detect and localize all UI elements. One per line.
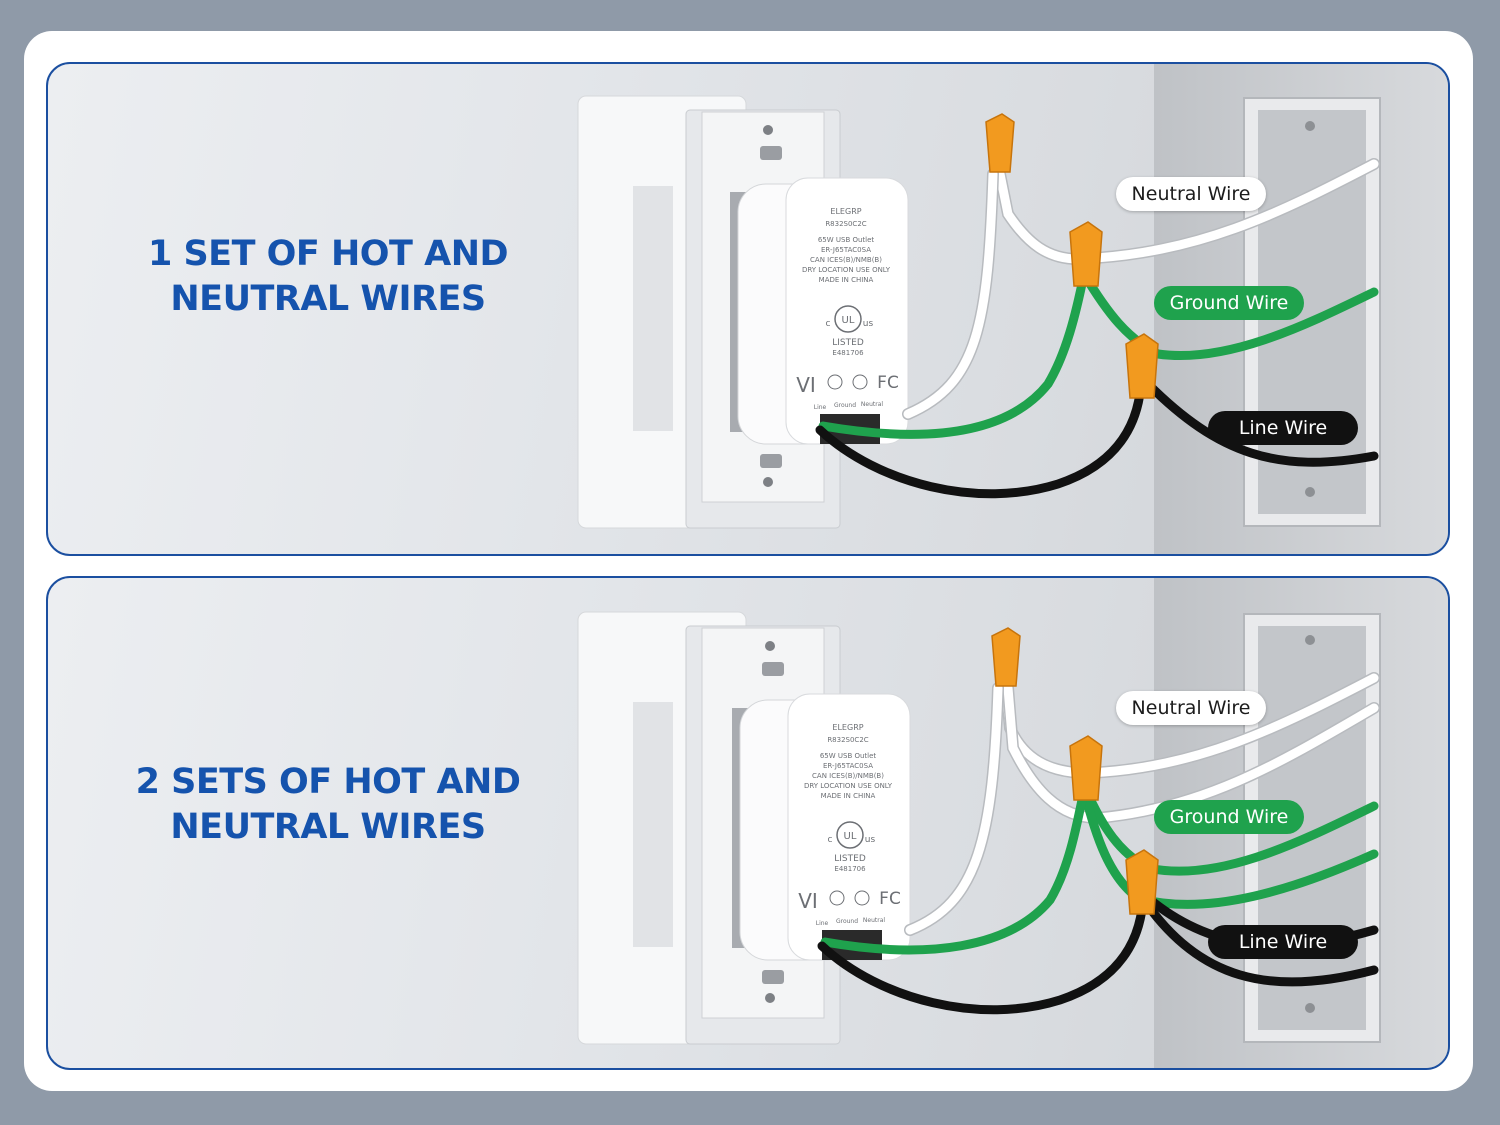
outlet-device: ELEGRP R832S0C2C 65W USB Outlet ER-J65TA…: [577, 95, 909, 529]
outlet-device: ELEGRP R832S0C2C 65W USB Outlet ER-J65TA…: [577, 611, 911, 1045]
ground-wire-label: Ground Wire: [1154, 800, 1304, 834]
wire-nut-ground: [1069, 221, 1103, 287]
neutral-wire-outlet: [903, 169, 998, 419]
line-wire-label: Line Wire: [1208, 411, 1358, 445]
line-wire-box: [1143, 379, 1379, 467]
svg-text:VI: VI: [798, 889, 818, 913]
svg-text:Line: Line: [814, 404, 827, 411]
svg-text:CAN ICES(B)/NMB(B): CAN ICES(B)/NMB(B): [810, 256, 882, 264]
wire-nut-neutral: [991, 627, 1021, 687]
svg-text:Ground: Ground: [836, 918, 858, 925]
line-wire-outlet: [817, 895, 1148, 1015]
svg-text:Neutral: Neutral: [863, 917, 885, 924]
svg-text:ELEGRP: ELEGRP: [832, 723, 863, 732]
ground-wire-outlet: [820, 785, 1089, 955]
ground-wire-box: [1079, 269, 1379, 361]
svg-text:ER-J65TAC0SA: ER-J65TAC0SA: [821, 246, 871, 254]
panel-heading: 1 SET OF HOT AND NEUTRAL WIRES: [128, 232, 528, 322]
heading-line: 1 SET OF HOT AND: [147, 234, 509, 274]
neutral-wire-box-1: [1001, 673, 1379, 778]
svg-text:us: us: [863, 319, 874, 329]
svg-text:us: us: [865, 835, 876, 845]
svg-text:65W USB Outlet: 65W USB Outlet: [818, 236, 875, 244]
svg-text:c: c: [826, 319, 831, 329]
svg-text:R832S0C2C: R832S0C2C: [827, 736, 868, 744]
svg-text:ELEGRP: ELEGRP: [830, 207, 861, 216]
line-wire-label: Line Wire: [1208, 925, 1358, 959]
line-wire-box-2: [1139, 895, 1379, 987]
svg-text:FC: FC: [879, 889, 901, 909]
svg-text:65W USB Outlet: 65W USB Outlet: [820, 752, 877, 760]
neutral-wire-label: Neutral Wire: [1116, 691, 1266, 725]
svg-text:E481706: E481706: [834, 865, 866, 873]
svg-text:R832S0C2C: R832S0C2C: [825, 220, 866, 228]
svg-text:Neutral: Neutral: [861, 401, 883, 408]
wiring-panel-double: ELEGRP R832S0C2C 65W USB Outlet ER-J65TA…: [46, 576, 1450, 1070]
svg-text:DRY LOCATION USE ONLY: DRY LOCATION USE ONLY: [804, 782, 893, 790]
panel-heading: 2 SETS OF HOT AND NEUTRAL WIRES: [128, 760, 528, 850]
wires: [815, 158, 1380, 499]
svg-text:ER-J65TAC0SA: ER-J65TAC0SA: [823, 762, 873, 770]
wire-nut-neutral: [985, 113, 1015, 173]
heading-line: NEUTRAL WIRES: [170, 279, 486, 319]
svg-text:DRY LOCATION USE ONLY: DRY LOCATION USE ONLY: [802, 266, 891, 274]
svg-text:MADE IN CHINA: MADE IN CHINA: [819, 276, 874, 284]
svg-text:Ground: Ground: [834, 402, 856, 409]
svg-text:CAN ICES(B)/NMB(B): CAN ICES(B)/NMB(B): [812, 772, 884, 780]
svg-text:c: c: [828, 835, 833, 845]
wire-nut-line: [1125, 333, 1159, 399]
neutral-wire-box: [995, 159, 1379, 264]
ground-wire-label: Ground Wire: [1154, 286, 1304, 320]
neutral-wire-box-2: [1003, 683, 1379, 823]
svg-text:VI: VI: [796, 373, 816, 397]
heading-line: NEUTRAL WIRES: [170, 807, 486, 847]
svg-text:MADE IN CHINA: MADE IN CHINA: [821, 792, 876, 800]
svg-text:LISTED: LISTED: [832, 338, 864, 348]
wiring-scene: ELEGRP R832S0C2C 65W USB Outlet ER-J65TA…: [577, 578, 1448, 1068]
heading-line: 2 SETS OF HOT AND: [135, 762, 521, 802]
line-wire-outlet: [815, 379, 1146, 499]
svg-text:Line: Line: [816, 920, 829, 927]
neutral-wire-label: Neutral Wire: [1116, 177, 1266, 211]
svg-text:E481706: E481706: [832, 349, 864, 357]
ground-wire-box-1: [1081, 785, 1379, 876]
ground-wire-outlet: [818, 269, 1089, 439]
wire-nut-ground: [1069, 735, 1103, 801]
neutral-wire-outlet: [905, 683, 1003, 935]
svg-text:LISTED: LISTED: [834, 854, 866, 864]
wiring-panel-single: ELEGRP R832S0C2C 65W USB Outlet ER-J65TA…: [46, 62, 1450, 556]
svg-text:UL: UL: [842, 315, 855, 326]
svg-text:UL: UL: [844, 831, 857, 842]
svg-text:FC: FC: [877, 373, 899, 393]
wire-nut-line: [1125, 849, 1159, 915]
